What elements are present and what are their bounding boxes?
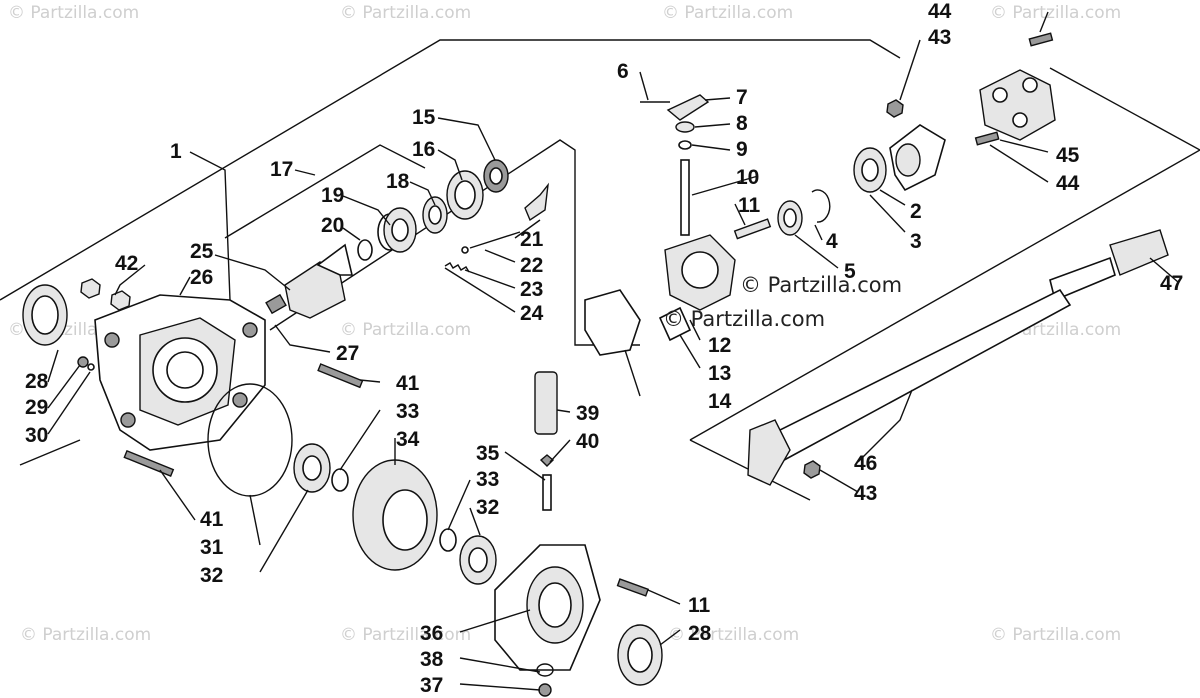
callout-43-lower: 43 [854,482,877,505]
axle-shaft [747,229,1169,486]
watermark: © Partzilla.com [8,3,139,23]
axle-yoke [886,32,1056,146]
callout-27: 27 [336,342,359,365]
frame-axle-diagonal [689,149,1200,441]
watermark: © Partzilla.com [668,625,799,645]
callout-36: 36 [420,622,443,645]
callout-20: 20 [321,214,344,237]
callout-37: 37 [420,674,443,697]
watermark: © Partzilla.com [340,625,471,645]
shift-lever-stack [640,94,710,236]
callout-9: 9 [736,138,748,161]
callout-44-upper: 44 [928,0,952,23]
callout-39: 39 [576,402,599,425]
callout-32-left: 32 [200,564,223,587]
output-flange [853,124,946,193]
callout-3: 3 [910,230,922,253]
shift-fork-assembly [444,182,549,273]
frame-main-assembly [0,39,901,301]
callout-28-left: 28 [25,370,49,393]
cover-bolt-and-bearing [733,189,831,240]
callout-31: 31 [200,536,224,559]
callout-12: 12 [708,334,731,357]
callout-23: 23 [520,278,543,301]
callout-33-upper: 33 [396,400,419,423]
oil-seal-left [22,284,68,346]
callout-44-lower: 44 [1056,172,1080,195]
callout-1: 1 [170,140,182,163]
callout-35: 35 [476,442,500,465]
drain-plug [77,356,89,368]
callout-45: 45 [1056,144,1080,167]
frame-pinion-group [224,144,426,239]
gear-housing [94,294,266,451]
pinion-gear [265,243,354,319]
plug-washer [87,363,95,371]
nuts-42 [80,278,131,311]
callout-2: 2 [910,200,922,223]
callout-14: 14 [708,390,732,413]
watermark: © Partzilla.com [340,3,471,23]
callout-18: 18 [386,170,410,193]
callout-46: 46 [854,452,877,475]
callout-15: 15 [412,106,436,129]
callout-16: 16 [412,138,435,161]
callout-41-lower: 41 [200,508,224,531]
differential-group [207,383,497,585]
callout-22: 22 [520,254,543,277]
callout-38: 38 [420,648,444,671]
callout-11-lower: 11 [688,594,711,617]
frame-main-left-edge [19,439,81,466]
callout-7: 7 [736,86,748,109]
rear-cover-assembly [584,234,736,356]
callout-43-upper: 43 [928,26,951,49]
callout-40: 40 [576,430,599,453]
watermark: © Partzilla.com [662,3,793,23]
leader-lines [47,11,1179,691]
callout-13: 13 [708,362,731,385]
watermark-center: © Partzilla.com [740,273,902,297]
watermark-center: © Partzilla.com [663,307,825,331]
callout-6: 6 [617,60,629,83]
frame-axle-right-top [1049,67,1200,151]
vent-assembly [534,371,558,511]
callout-28-lower: 28 [688,622,712,645]
callout-34: 34 [396,428,420,451]
watermark: © Partzilla.com [990,3,1121,23]
callout-19: 19 [321,184,344,207]
callout-42: 42 [115,252,138,275]
callout-labels: 1 2 3 4 5 6 7 8 9 10 11 11 12 13 14 15 1… [25,0,1183,697]
callout-29: 29 [25,396,48,419]
callout-21: 21 [520,228,544,251]
callout-8: 8 [736,112,748,135]
watermark: © Partzilla.com [340,320,471,340]
watermark-layer: © Partzilla.com © Partzilla.com © Partzi… [8,3,1121,645]
callout-32-right: 32 [476,496,499,519]
housing-bolts [123,363,364,477]
watermark: © Partzilla.com [990,625,1121,645]
callout-25: 25 [190,240,214,263]
callout-11-upper: 11 [738,194,761,217]
callout-33-lower: 33 [476,468,499,491]
pinion-bearings [357,159,509,261]
callout-24: 24 [520,302,544,325]
watermark: © Partzilla.com [20,625,151,645]
callout-10: 10 [736,166,759,189]
callout-26: 26 [190,266,213,289]
differential-cover [494,544,663,697]
callout-47: 47 [1160,272,1183,295]
callout-41-upper: 41 [396,372,420,395]
callout-30: 30 [25,424,48,447]
callout-5: 5 [844,260,856,283]
callout-4: 4 [826,230,838,253]
callout-17: 17 [270,158,293,181]
